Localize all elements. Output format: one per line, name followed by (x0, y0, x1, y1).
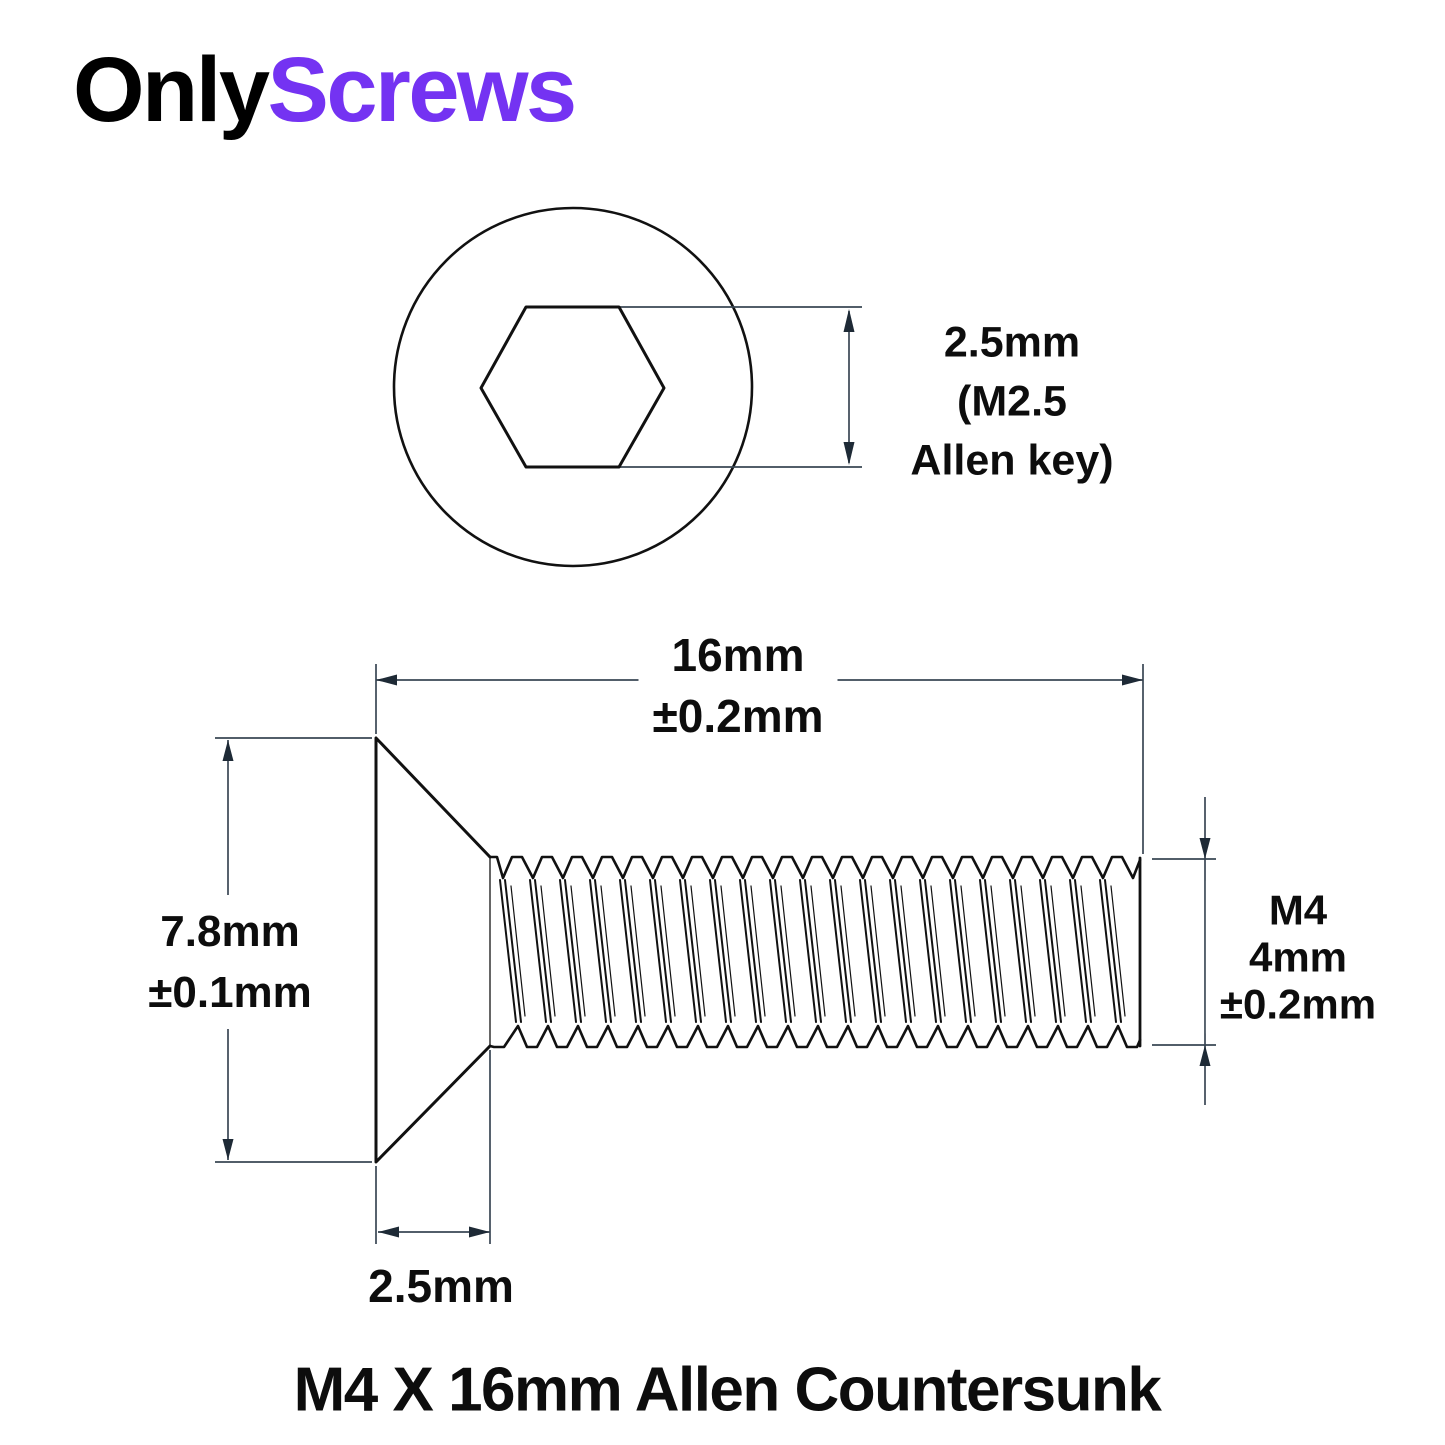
head-height-arrow-left (378, 1226, 399, 1238)
brand-name-black: Only (73, 39, 270, 141)
socket-arrow-down (843, 442, 855, 465)
thread-flank-lines-thin (510, 885, 1126, 1017)
brand-logo: OnlyScrews (73, 39, 577, 141)
socket-size-text: 2.5mm (943, 318, 1081, 367)
head-diameter-tolerance: ±0.1mm (148, 968, 312, 1017)
brand-name-accent: Screws (267, 39, 577, 141)
top-view-drawing (392, 206, 862, 568)
screw-head-outline (374, 736, 492, 1164)
dimension-arrowheads (222, 674, 1211, 1238)
head-diameter-label: 7.8mm ±0.1mm (134, 895, 326, 1029)
head-diameter-value: 7.8mm (160, 907, 300, 956)
head-dia-arrow-down (222, 1139, 234, 1160)
thread-size-name: M4 (1268, 886, 1328, 934)
side-view-drawing (374, 736, 1142, 1164)
thread-diameter-value: 4mm (1248, 933, 1348, 981)
head-height-value: 2.5mm (368, 1260, 514, 1312)
head-height-arrow-right (469, 1226, 490, 1238)
thread-top-crests (488, 855, 1142, 880)
socket-arrow-up (843, 309, 855, 332)
socket-key-text-1: (M2.5 (957, 377, 1067, 426)
page-title: M4 X 16mm Allen Countersunk (293, 1355, 1162, 1425)
screw-head-circle (392, 206, 754, 568)
length-value: 16mm (671, 629, 805, 681)
socket-dimension-label: 2.5mm (M2.5 Allen key) (896, 307, 1128, 497)
hex-socket (479, 305, 666, 469)
thread-flank-lines (499, 879, 1122, 1023)
length-arrow-right (1122, 674, 1143, 686)
length-tolerance: ±0.2mm (652, 690, 824, 742)
socket-extension-lines (526, 306, 862, 468)
length-dimension-label: 16mm ±0.2mm (638, 619, 838, 753)
thread-dia-arrow-down (1199, 838, 1211, 859)
thread-dia-arrow-up (1199, 1045, 1211, 1066)
head-height-label: 2.5mm (354, 1255, 528, 1317)
thread-dimension-label: M4 4mm ±0.2mm (1205, 880, 1391, 1034)
thread-diameter-tolerance: ±0.2mm (1219, 980, 1377, 1028)
socket-key-text-2: Allen key) (910, 436, 1114, 485)
thread-bottom-crests (488, 1024, 1142, 1049)
head-dia-arrow-up (222, 740, 234, 761)
length-extension-lines (375, 664, 1144, 854)
head-height-extension-lines (375, 1050, 491, 1244)
head-dia-extension-lines (215, 737, 372, 1163)
length-arrow-left (376, 674, 397, 686)
